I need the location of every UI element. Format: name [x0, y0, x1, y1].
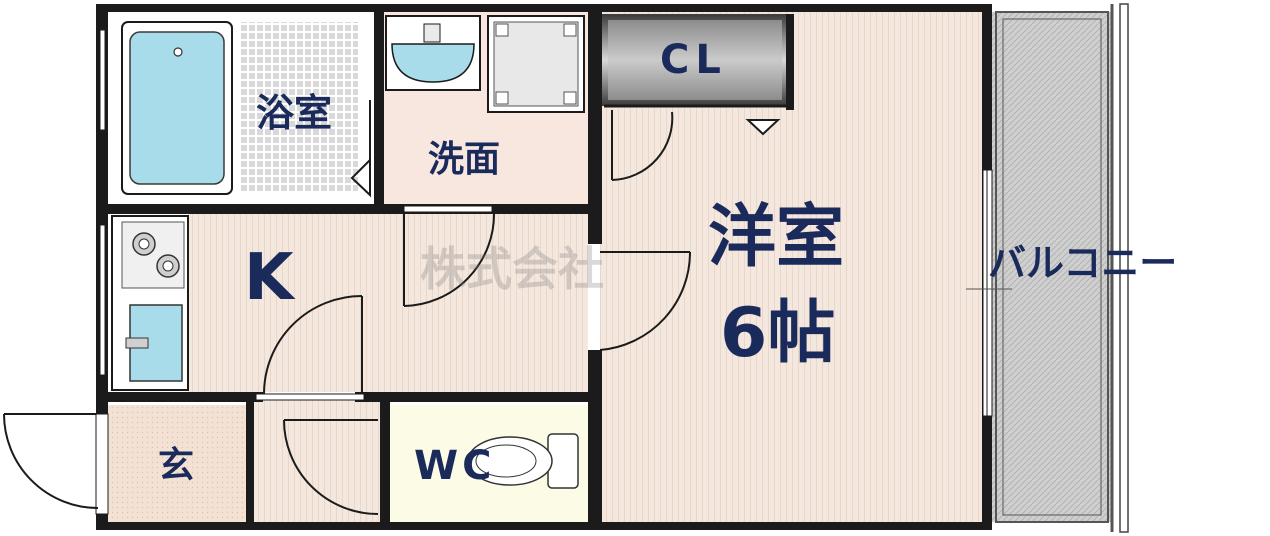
bathtub: [121, 21, 233, 195]
kitchen-label: K: [244, 241, 294, 315]
balcony-frame: [995, 3, 1129, 533]
wash-basin: [385, 15, 481, 91]
entrance-floor: [108, 405, 252, 523]
balcony-label: バルコニー: [988, 241, 1178, 285]
toilet-label: WC: [414, 443, 496, 489]
bath-door: [350, 100, 371, 198]
bath-tile-area: [240, 22, 358, 192]
bath-label: 浴室: [256, 91, 333, 135]
balcony-floor: [992, 12, 1112, 522]
kitchen-counter: [111, 215, 189, 391]
toilet-fixture: [467, 433, 579, 489]
washing-machine: [487, 15, 585, 113]
hall-floor: [252, 395, 387, 523]
kitchen-floor: [188, 212, 588, 392]
watermark: 株式会社: [420, 242, 604, 296]
washroom-label: 洗面: [428, 139, 501, 180]
closet: [600, 14, 794, 110]
closet-label: CL: [660, 37, 727, 83]
doors: [3, 110, 781, 515]
western-room-label: 洋室: [708, 198, 845, 277]
western-room-size-label: 6帖: [720, 294, 836, 373]
entrance-label: 玄: [158, 445, 195, 486]
balcony-window: [966, 169, 1012, 417]
left-windows: [99, 29, 106, 376]
